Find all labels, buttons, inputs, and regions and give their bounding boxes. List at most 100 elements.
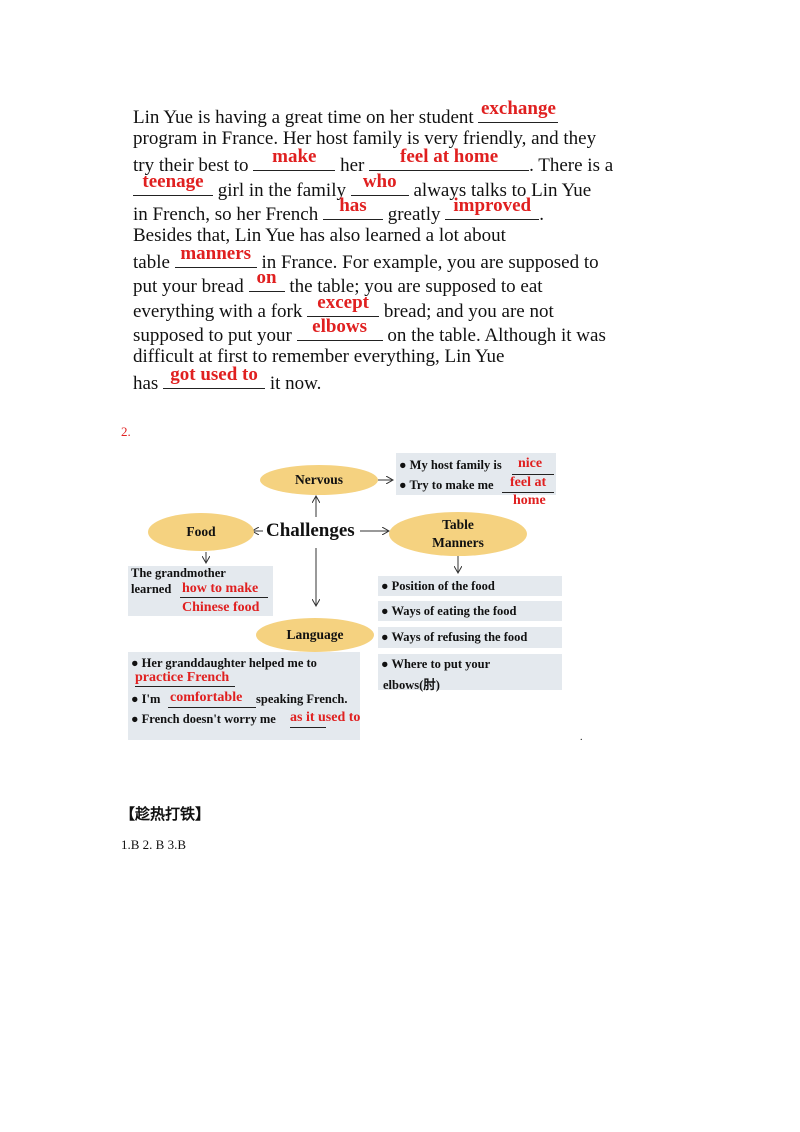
answer-text: except [317,291,369,313]
food-answer-a: how to make [182,581,259,596]
passage-line-6: Besides that, Lin Yue has also learned a… [133,224,653,248]
answer-blank-9: on [248,267,285,293]
language-item-2-post: speaking French. [256,692,348,706]
question-number: 2. [121,424,131,439]
manners-item-1: ● Position of the food [381,579,495,593]
food-line-2: learned [131,582,172,596]
table-manners-label-2: Manners [432,535,484,550]
answer-underline [512,474,554,475]
challenges-diagram: Nervous Food Table Manners Language Chal… [0,0,800,800]
manners-item-2: ● Ways of eating the food [381,604,517,618]
table-manners-oval: Table Manners [389,512,527,556]
answer-key: 1.B 2. B 3.B [121,837,187,852]
passage-text-segment: . [539,203,544,225]
passage-text-segment: girl in the family [213,179,351,201]
passage-text-segment: on the table. Although it was [382,324,606,346]
answer-text: teenage [142,170,204,192]
passage-text-segment: table [133,252,175,274]
passage-line-1: Lin Yue is having a great time on her st… [133,98,653,128]
passage-line-9: everything with a fork except bread; and… [133,292,653,322]
passage-line-8: put your bread on the table; you are sup… [133,267,653,298]
passage-line-10: supposed to put your elbows on the table… [133,316,653,346]
passage-text-segment: . There is a [529,155,614,177]
answer-underline [168,707,256,708]
answer-underline [502,492,554,493]
answer-text: on [256,267,277,289]
manners-item-3: ● Ways of refusing the food [381,630,528,644]
manners-item-4b: elbows(肘) [383,678,440,692]
passage-text-segment: has [133,373,164,395]
answer-text: make [272,146,317,168]
nervous-label: Nervous [295,472,343,487]
food-label: Food [186,524,216,539]
passage-text-segment: everything with a fork [133,300,308,322]
language-answer-2: comfortable [170,690,243,705]
passage-line-5: in French, so her French has greatly imp… [133,195,653,225]
answer-blank-1: exchange [478,98,559,123]
answer-text: elbows [312,315,368,337]
manners-box-4 [378,654,562,690]
answer-blank-10: except [307,292,380,317]
passage-text-segment: always talks to Lin Yue [408,179,592,201]
answer-text: exchange [480,98,556,119]
language-item-2-pre: ● I'm [131,692,161,706]
language-label: Language [286,627,344,642]
answer-text: has [339,194,367,216]
answer-blank-2: make [253,146,336,172]
center-challenges: Challenges [266,520,355,541]
language-answer-3: as it used to [290,710,361,725]
manners-box-1 [378,576,562,596]
nervous-item-1: ● My host family is [399,458,502,472]
answer-text: who [362,170,397,192]
nervous-answer-2a: feel at [510,475,547,490]
passage-text-segment: Besides that, Lin Yue has also learned a… [133,224,506,246]
passage-text-segment: put your bread [133,276,249,298]
answer-blank-5: who [350,171,409,196]
answer-underline [135,686,235,687]
answer-blank-8: manners [174,243,257,269]
language-item-1: ● Her granddaughter helped me to [131,656,317,670]
answer-underline [180,597,268,598]
answer-blank-12: got used to [163,364,266,390]
answer-blank-6: has [322,195,383,220]
food-answer-b: Chinese food [182,600,260,615]
answer-text: got used to [170,364,258,386]
nervous-answer-1: nice [518,456,543,471]
food-line-1: The grandmother [131,566,226,580]
answer-text: feel at home [400,146,499,168]
answer-text: manners [180,243,252,265]
passage-text-segment: difficult at first to remember everythin… [133,345,505,367]
nervous-oval: Nervous [260,465,378,495]
passage-text-segment: in France. For example, you are supposed… [256,252,599,274]
manners-box-2 [378,601,562,621]
passage-line-4: teenage girl in the family who always ta… [133,171,653,201]
language-oval: Language [256,618,374,652]
passage-line-12: has got used to it now. [133,364,653,395]
food-box [128,566,273,616]
table-manners-label-1: Table [442,517,474,532]
passage-text-segment: greatly [382,203,446,225]
answer-text: improved [453,194,532,216]
language-box [128,652,360,740]
nervous-answer-2b: home [513,493,546,508]
answer-blank-3: feel at home [369,146,530,172]
nervous-item-2: ● Try to make me [399,478,494,492]
passage-text-segment: supposed to put your [133,324,297,346]
passage-text-segment: the table; you are supposed to eat [284,276,543,298]
passage-text-segment: it now. [265,373,322,395]
passage-line-7: table manners in France. For example, yo… [133,243,653,274]
passage-text-segment: bread; and you are not [379,300,554,322]
passage-text-segment: Lin Yue is having a great time on her st… [133,107,479,128]
food-oval: Food [148,513,254,551]
passage-text-segment: try their best to [133,155,254,177]
answer-underline [290,727,326,728]
passage-text-segment: program in France. Her host family is ve… [133,128,597,150]
passage-text: Lin Yue is having a great time on her st… [133,98,653,395]
passage-line-2: program in France. Her host family is ve… [133,127,653,151]
stray-dot: . [580,732,583,743]
answer-blank-11: elbows [296,316,383,341]
diagram-arrows [0,0,800,800]
manners-item-4: ● Where to put your [381,657,491,671]
answer-blank-7: improved [445,195,540,220]
language-item-3-pre: ● French doesn't worry me [131,712,276,726]
